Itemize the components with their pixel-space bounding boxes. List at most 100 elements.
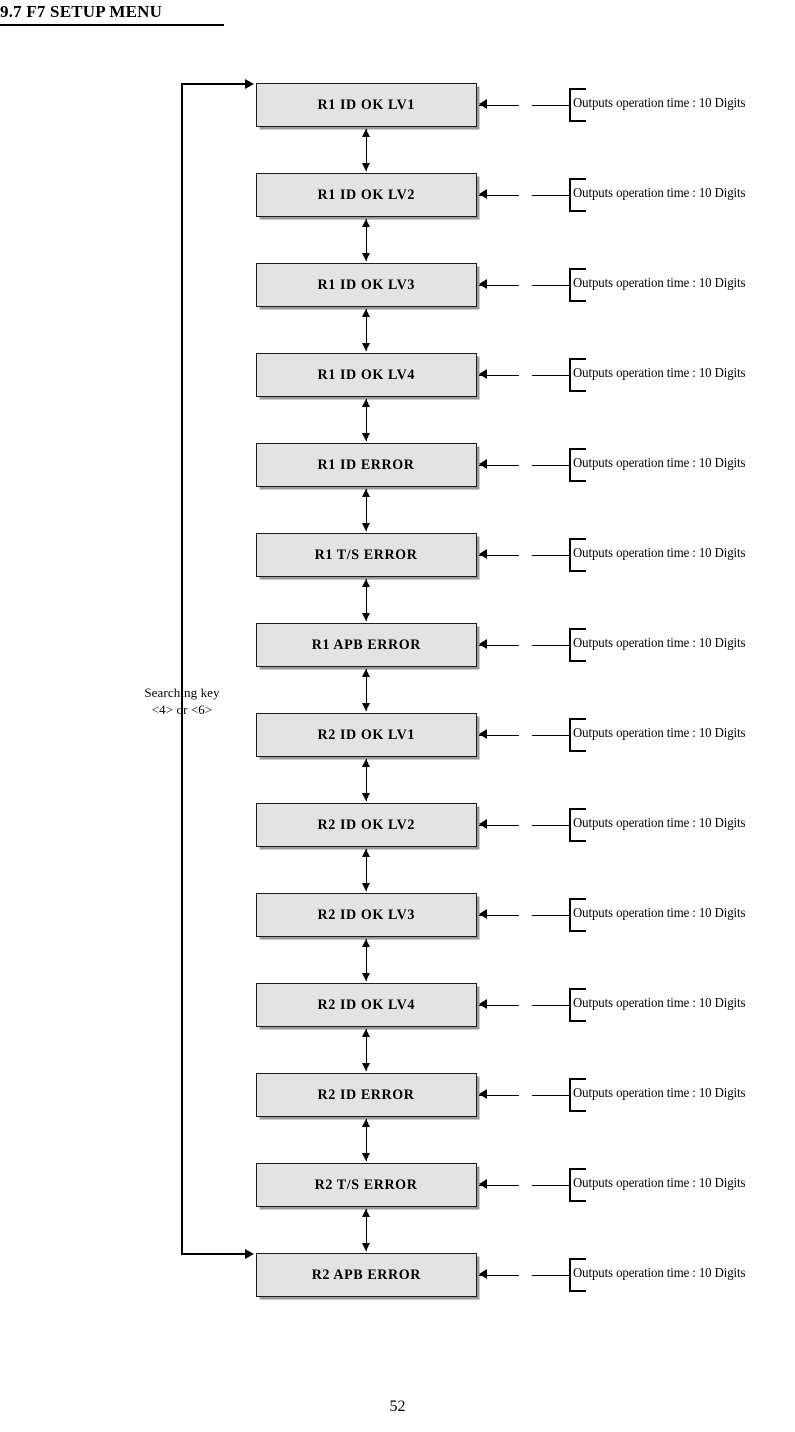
annotation-text: Outputs operation time : 10 Digits xyxy=(573,95,746,110)
annotation-text: Outputs operation time : 10 Digits xyxy=(573,365,746,380)
connector-stem xyxy=(366,759,368,801)
annotation-arrow-line xyxy=(479,554,519,556)
annotation-bracket xyxy=(569,268,586,302)
annotation-bracket xyxy=(569,808,586,842)
state-box[interactable]: R1 APB ERROR xyxy=(256,623,477,667)
annotation-bracket xyxy=(569,898,586,932)
annotation-arrowhead xyxy=(479,1179,487,1190)
annotation-link-line xyxy=(532,824,570,826)
connector-arrowhead-up xyxy=(361,129,370,137)
annotation-bracket xyxy=(569,718,586,752)
annotation-arrow-line xyxy=(479,374,519,376)
annotation-callout: Outputs operation time : 10 Digits xyxy=(479,805,795,845)
connector-arrowhead-up xyxy=(361,309,370,317)
connector-stem xyxy=(366,669,368,711)
state-transition-connector xyxy=(361,1209,370,1251)
state-box-label: R2 APB ERROR xyxy=(311,1266,422,1283)
annotation-arrowhead xyxy=(479,189,487,200)
connector-arrowhead-down xyxy=(361,613,370,621)
state-box[interactable]: R2 ID OK LV1 xyxy=(256,713,477,757)
state-box-label: R1 ID ERROR xyxy=(317,456,416,473)
annotation-arrow-line xyxy=(479,1184,519,1186)
state-box-label: R2 ID OK LV4 xyxy=(317,996,416,1013)
annotation-text: Outputs operation time : 10 Digits xyxy=(573,455,746,470)
state-box[interactable]: R1 ID ERROR xyxy=(256,443,477,487)
annotation-text: Outputs operation time : 10 Digits xyxy=(573,1265,746,1280)
connector-arrowhead-up xyxy=(361,1119,370,1127)
connector-stem xyxy=(366,309,368,351)
annotation-text: Outputs operation time : 10 Digits xyxy=(573,1085,746,1100)
annotation-arrow-line xyxy=(479,914,519,916)
annotation-bracket xyxy=(569,88,586,122)
annotation-bracket xyxy=(569,988,586,1022)
annotation-link-line xyxy=(532,464,570,466)
state-box[interactable]: R1 ID OK LV1 xyxy=(256,83,477,127)
annotation-arrowhead xyxy=(479,459,487,470)
connector-stem xyxy=(366,849,368,891)
state-transition-connector xyxy=(361,1029,370,1071)
annotation-arrow-line xyxy=(479,104,519,106)
connector-stem xyxy=(366,1209,368,1251)
state-transition-connector xyxy=(361,489,370,531)
connector-stem xyxy=(366,129,368,171)
state-box[interactable]: R2 ID OK LV2 xyxy=(256,803,477,847)
connector-arrowhead-up xyxy=(361,489,370,497)
annotation-text: Outputs operation time : 10 Digits xyxy=(573,635,746,650)
annotation-arrowhead xyxy=(479,819,487,830)
connector-arrowhead-down xyxy=(361,1243,370,1251)
state-box[interactable]: R2 ID OK LV4 xyxy=(256,983,477,1027)
annotation-text: Outputs operation time : 10 Digits xyxy=(573,185,746,200)
annotation-callout: Outputs operation time : 10 Digits xyxy=(479,445,795,485)
state-transition-connector xyxy=(361,399,370,441)
state-box-label: R2 ID OK LV3 xyxy=(317,906,416,923)
page-title: 9.7 F7 SETUP MENU xyxy=(0,2,163,21)
connector-arrowhead-down xyxy=(361,973,370,981)
annotation-arrowhead xyxy=(479,1089,487,1100)
state-box-label: R1 T/S ERROR xyxy=(315,546,418,563)
annotation-link-line xyxy=(532,914,570,916)
annotation-callout: Outputs operation time : 10 Digits xyxy=(479,1165,795,1205)
connector-arrowhead-down xyxy=(361,523,370,531)
state-box-label: R2 ID OK LV2 xyxy=(317,816,416,833)
connector-arrowhead-down xyxy=(361,343,370,351)
annotation-link-line xyxy=(532,104,570,106)
state-box[interactable]: R2 ID ERROR xyxy=(256,1073,477,1117)
annotation-callout: Outputs operation time : 10 Digits xyxy=(479,175,795,215)
state-transition-connector xyxy=(361,1119,370,1161)
state-box[interactable]: R1 ID OK LV4 xyxy=(256,353,477,397)
state-box-label: R2 ID OK LV1 xyxy=(317,726,416,743)
annotation-arrowhead xyxy=(479,369,487,380)
state-box[interactable]: R1 ID OK LV3 xyxy=(256,263,477,307)
connector-stem xyxy=(366,219,368,261)
annotation-link-line xyxy=(532,1004,570,1006)
connector-arrowhead-up xyxy=(361,579,370,587)
state-box[interactable]: R2 APB ERROR xyxy=(256,1253,477,1297)
state-box[interactable]: R2 ID OK LV3 xyxy=(256,893,477,937)
connector-arrowhead-up xyxy=(361,849,370,857)
state-box-label: R1 ID OK LV3 xyxy=(317,276,416,293)
state-box[interactable]: R1 T/S ERROR xyxy=(256,533,477,577)
annotation-callout: Outputs operation time : 10 Digits xyxy=(479,355,795,395)
loop-back-top-arrowhead xyxy=(245,78,254,89)
annotation-arrowhead xyxy=(479,279,487,290)
connector-stem xyxy=(366,579,368,621)
annotation-arrow-line xyxy=(479,1094,519,1096)
annotation-arrowhead xyxy=(479,549,487,560)
state-transition-connector xyxy=(361,309,370,351)
annotation-arrowhead xyxy=(479,639,487,650)
annotation-link-line xyxy=(532,1094,570,1096)
state-box[interactable]: R1 ID OK LV2 xyxy=(256,173,477,217)
state-transition-connector xyxy=(361,759,370,801)
annotation-text: Outputs operation time : 10 Digits xyxy=(573,1175,746,1190)
state-box[interactable]: R2 T/S ERROR xyxy=(256,1163,477,1207)
annotation-bracket xyxy=(569,538,586,572)
annotation-link-line xyxy=(532,194,570,196)
annotation-arrow-line xyxy=(479,824,519,826)
annotation-callout: Outputs operation time : 10 Digits xyxy=(479,625,795,665)
annotation-bracket xyxy=(569,628,586,662)
annotation-text: Outputs operation time : 10 Digits xyxy=(573,815,746,830)
annotation-arrow-line xyxy=(479,194,519,196)
annotation-link-line xyxy=(532,644,570,646)
annotation-callout: Outputs operation time : 10 Digits xyxy=(479,535,795,575)
